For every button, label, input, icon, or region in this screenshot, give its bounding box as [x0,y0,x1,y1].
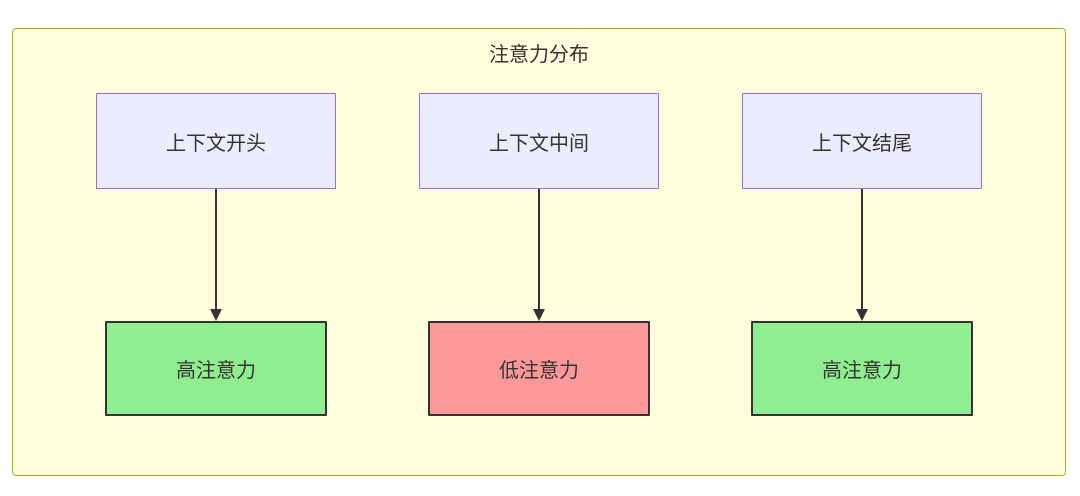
node-high-attention-2-label: 高注意力 [822,360,902,382]
arrow-head-icon [533,309,545,321]
node-context-start-label: 上下文开头 [166,132,266,155]
arrow-line [215,189,217,309]
node-high-attention-1-label: 高注意力 [176,360,256,382]
node-low-attention-label: 低注意力 [499,360,579,382]
node-context-middle: 上下文中间 [419,93,659,189]
arrow-down-connector [533,189,545,321]
arrow-head-icon [210,309,222,321]
node-high-attention-1: 高注意力 [105,321,327,416]
arrow-down-connector [210,189,222,321]
diagram-title: 注意力分布 [489,44,589,66]
arrow-line [861,189,863,309]
attention-distribution-container: 注意力分布 上下文开头 高注意力 上下文中间 [12,28,1066,476]
node-high-attention-2: 高注意力 [751,321,973,416]
node-context-start: 上下文开头 [96,93,336,189]
node-context-end-label: 上下文结尾 [812,132,912,155]
arrow-head-icon [856,309,868,321]
arrow-line [538,189,540,309]
diagram-columns: 上下文开头 高注意力 上下文中间 低注意力 [13,93,1065,416]
node-low-attention: 低注意力 [428,321,650,416]
column-context-start: 上下文开头 高注意力 [96,93,336,416]
arrow-down-connector [856,189,868,321]
node-context-middle-label: 上下文中间 [489,132,589,155]
node-context-end: 上下文结尾 [742,93,982,189]
column-context-end: 上下文结尾 高注意力 [742,93,982,416]
column-context-middle: 上下文中间 低注意力 [419,93,659,416]
